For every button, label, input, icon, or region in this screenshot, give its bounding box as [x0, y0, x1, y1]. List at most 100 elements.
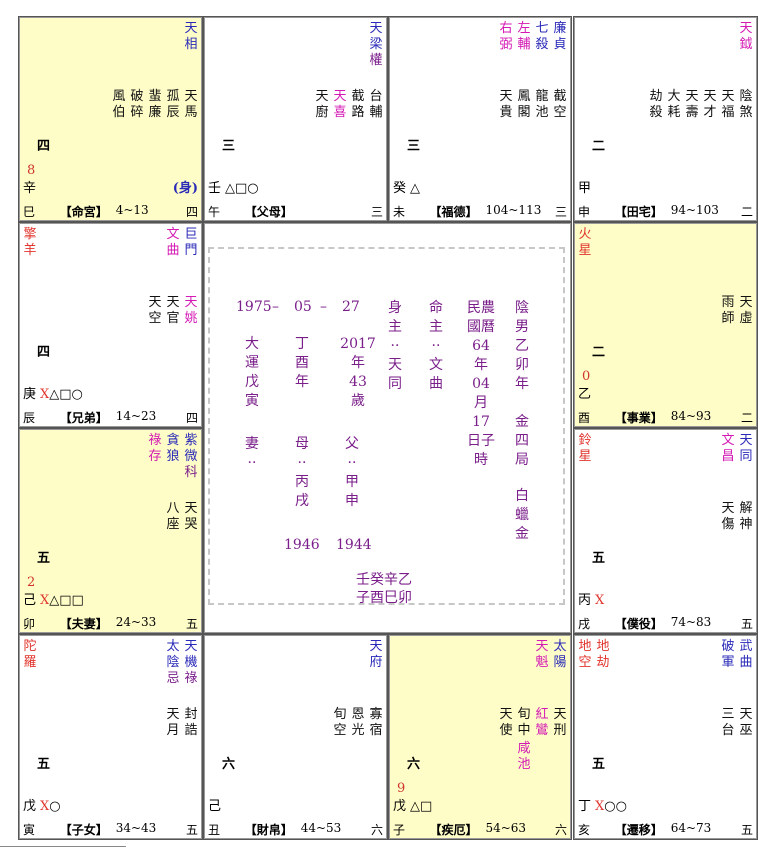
stem-row: 己 [208, 799, 221, 815]
info-date_day: 27 [342, 299, 360, 315]
info-date_dash2: – [320, 299, 327, 315]
main-star: 七殺 [535, 21, 549, 52]
earthly-branch: 子 [393, 823, 406, 837]
minor-star: 天虛 [739, 295, 753, 326]
palace-name[interactable]: 【福德】 [429, 205, 478, 219]
info-col_fu: 父··甲申 [345, 436, 359, 509]
changsheng-digit: 五 [592, 551, 606, 566]
palace-name[interactable]: 【兄弟】 [59, 411, 108, 425]
flow-marks: △□ [410, 799, 433, 814]
minor-star: 天喜 [333, 89, 347, 120]
marker-shapes: △□□ [49, 593, 84, 608]
marker-shapes: ○ [49, 799, 61, 814]
changsheng-digit: 五 [37, 551, 51, 566]
palace-name[interactable]: 【父母】 [244, 205, 293, 219]
main-star: 左輔 [517, 21, 531, 52]
palace-fumu[interactable]: 天梁權台輔截路天喜天廚三壬△□○午【父母】三 [203, 16, 388, 222]
footer-digit: 六 [370, 823, 383, 837]
minor-star: 封誥 [184, 707, 198, 738]
stem-row: 甲 [578, 181, 591, 197]
sha-star: 地劫 [596, 639, 610, 670]
age-range: 24~33 [115, 615, 157, 629]
palace-name[interactable]: 【命宮】 [59, 205, 108, 219]
palace-name[interactable]: 【田宅】 [614, 205, 663, 219]
minor-star: 破碎 [130, 89, 144, 120]
info-year_fu: 1944 [336, 537, 372, 553]
palace-name[interactable]: 【子女】 [59, 823, 108, 837]
earthly-branch: 亥 [578, 823, 591, 837]
minor-star: 八座 [166, 501, 180, 532]
minor-star: 天才 [703, 89, 717, 120]
marker-x: X [40, 387, 50, 402]
palace-name[interactable]: 【疾厄】 [429, 823, 478, 837]
marker-x: X [595, 799, 605, 814]
info-col_baila: 白蠟金 [515, 488, 529, 542]
marker-x: X [40, 799, 50, 814]
age-number: 2 [27, 575, 36, 590]
minor-star: 台輔 [369, 89, 383, 120]
age-range: 44~53 [300, 821, 342, 835]
main-star: 破軍 [721, 639, 735, 670]
main-star: 廉貞 [553, 21, 567, 52]
minor-star: 天福 [721, 89, 735, 120]
heavenly-stem: 癸 [393, 181, 407, 196]
changsheng-digit: 六 [222, 757, 236, 772]
marker-x: X [595, 593, 605, 608]
minor-star: 劫殺 [649, 89, 663, 120]
minor-star: 寡宿 [369, 707, 383, 738]
main-star: 太陽 [553, 639, 567, 670]
palace-name[interactable]: 【財帛】 [244, 823, 293, 837]
heavenly-stem: 丙 [578, 593, 592, 608]
palace-name[interactable]: 【僕役】 [614, 617, 663, 631]
info-line: 43 [349, 374, 367, 390]
info-col_shen: 身主··天同 [388, 300, 402, 392]
footer-digit: 五 [740, 617, 753, 631]
minor-star: 鳳閣 [517, 89, 531, 120]
minor-star: 天月 [166, 707, 180, 738]
minor-star: 天馬 [184, 89, 198, 120]
palace-name[interactable]: 【夫妻】 [59, 617, 108, 631]
main-star: 巨門 [184, 227, 198, 258]
center-frame [208, 247, 565, 605]
palace-name[interactable]: 【遷移】 [614, 823, 663, 837]
main-star: 文曲 [166, 227, 180, 258]
minor-star: 截空 [553, 89, 567, 120]
earthly-branch: 申 [578, 205, 591, 219]
info-col_ming: 命主··文曲 [429, 300, 443, 392]
minor-star: 風伯 [112, 89, 126, 120]
sihua-marker: 忌 [166, 671, 180, 686]
minor-star: 截路 [351, 89, 365, 120]
changsheng-digit: 三 [407, 139, 421, 154]
changsheng-digit: 五 [592, 757, 606, 772]
marker-x: X [40, 593, 50, 608]
palace-name[interactable]: 【事業】 [614, 411, 663, 425]
age-range: 84~93 [670, 409, 712, 423]
minor-star: 天官 [166, 295, 180, 326]
flow-marks: X○ [40, 799, 61, 814]
main-star: 紫微 [184, 433, 198, 464]
heavenly-stem: 戊 [23, 799, 37, 814]
age-number: 9 [397, 781, 406, 796]
